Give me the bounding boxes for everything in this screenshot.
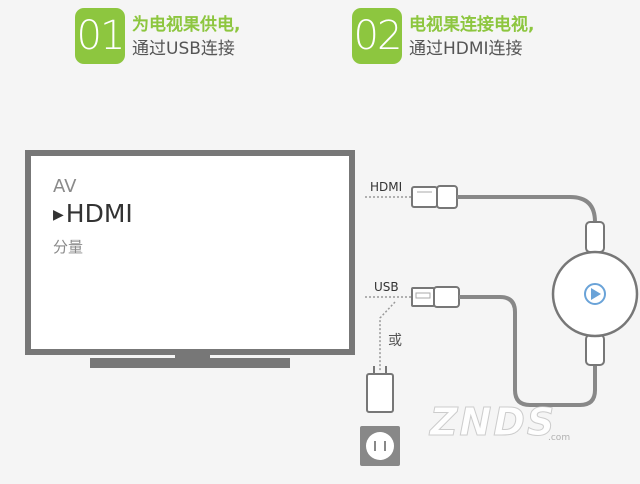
usb-port-label: USB: [374, 280, 399, 294]
step-1: 01 为电视果供电, 通过USB连接: [75, 8, 240, 64]
watermark-domain: .com: [548, 433, 571, 443]
step-1-number: 01: [75, 8, 125, 64]
step-2-title: 电视果连接电视,: [409, 15, 535, 35]
tv-menu-hdmi: ▶HDMI: [53, 199, 133, 228]
step-1-subtitle: 通过USB连接: [132, 39, 235, 59]
selection-arrow-icon: ▶: [53, 207, 64, 223]
usb-alt-line: [379, 301, 396, 372]
tv-stand-base: [90, 358, 290, 368]
watermark-logo: ZNDS: [429, 400, 557, 445]
tv-dongle-device-icon: [551, 221, 639, 366]
hdmi-connector-icon: [411, 185, 458, 209]
step-1-title: 为电视果供电,: [132, 15, 241, 35]
step-2-subtitle: 通过HDMI连接: [409, 39, 523, 59]
or-label: 或: [388, 333, 402, 349]
usb-connector-icon: [411, 286, 460, 308]
usb-cable: [459, 295, 597, 407]
tv-menu-av: AV: [53, 176, 77, 197]
tv-screen: AV ▶HDMI 分量: [25, 150, 355, 355]
hdmi-port-label: HDMI: [370, 180, 403, 194]
tv-menu-component: 分量: [53, 238, 84, 256]
step-2-number: 02: [352, 8, 402, 64]
wall-outlet-icon: [360, 426, 400, 466]
step-2: 02 电视果连接电视, 通过HDMI连接: [352, 8, 534, 64]
power-adapter-icon: [366, 366, 394, 413]
tv-menu-hdmi-label: HDMI: [65, 199, 133, 228]
hdmi-cable: [457, 195, 597, 235]
